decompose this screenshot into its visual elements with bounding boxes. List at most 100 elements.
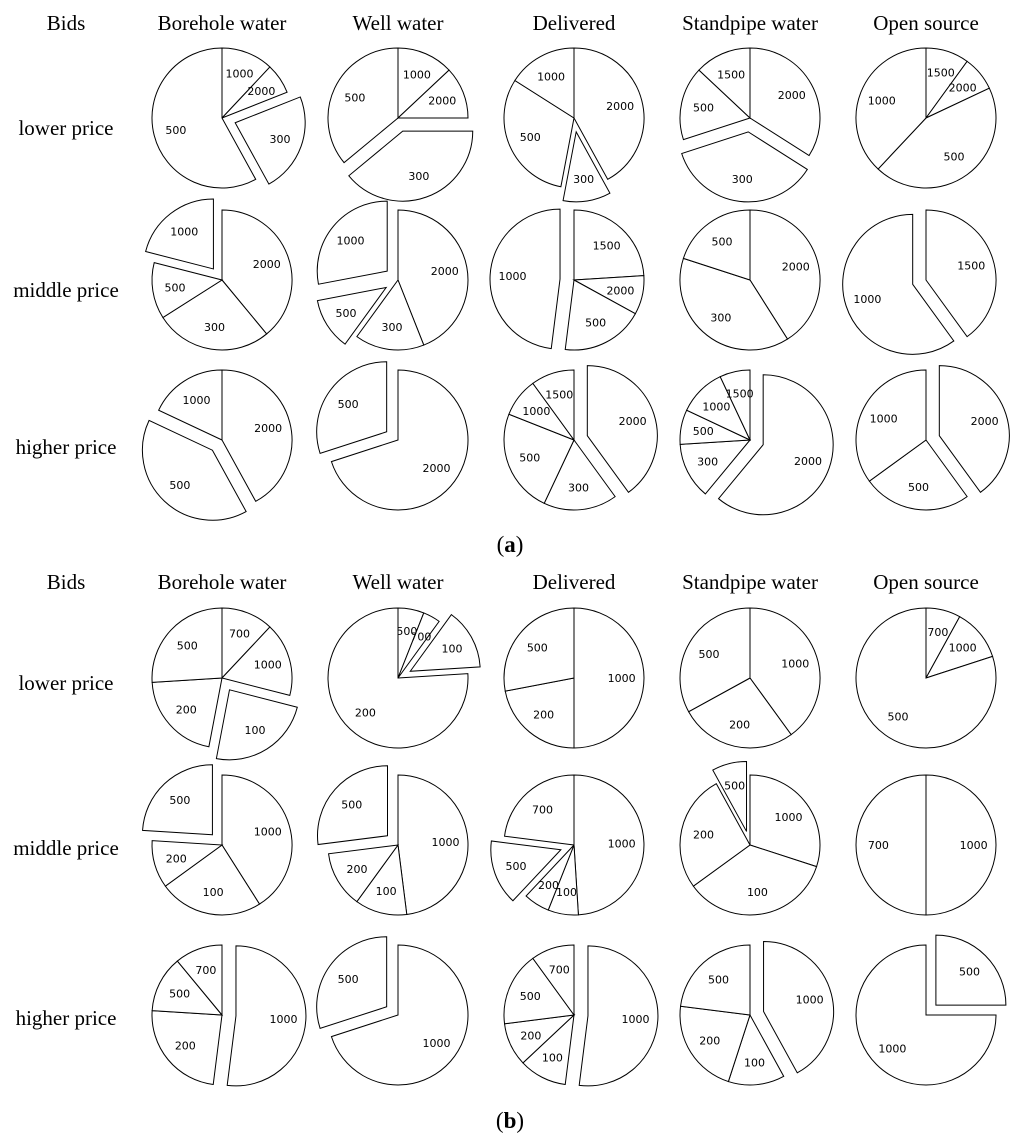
pie-slice-1000 xyxy=(749,774,821,868)
pie-slice-2000 xyxy=(221,66,288,119)
pie-slice-500 xyxy=(679,607,751,713)
pie-slice-700 xyxy=(532,944,575,1017)
pie-slice-500 xyxy=(877,87,997,189)
panel-label-b: (b) xyxy=(496,1108,524,1133)
pie-slice-label-2000: 2000 xyxy=(254,422,282,435)
pie-slice-1000 xyxy=(855,369,927,482)
pie-slice-label-500: 500 xyxy=(585,316,606,329)
pie-slice-label-500: 500 xyxy=(888,711,909,724)
pie-slice-label-500: 500 xyxy=(169,794,190,807)
pie-slice-label-2000: 2000 xyxy=(971,415,999,428)
pie-slice-label-700: 700 xyxy=(549,964,570,977)
pie-slice-label-2000: 2000 xyxy=(794,455,822,468)
pie-slice-1000 xyxy=(573,607,645,749)
pie-slice-500 xyxy=(679,69,751,141)
column-header-standpipe-water-a: Standpipe water xyxy=(682,11,818,35)
pie-slice-label-500: 500 xyxy=(338,398,359,411)
row-label-middle-price-a: middle price xyxy=(13,278,119,302)
pie-slice-label-1000: 1000 xyxy=(949,642,977,655)
row-label-higher-price-a: higher price xyxy=(16,435,117,459)
pie-slice-100 xyxy=(215,689,298,761)
pie-slice-500 xyxy=(679,944,751,1016)
pie-slice-label-100: 100 xyxy=(556,886,577,899)
pie-slice-label-200: 200 xyxy=(520,1029,541,1042)
pie-slice-label-100: 100 xyxy=(744,1056,765,1069)
pie-slice-1000 xyxy=(221,626,293,697)
pie-slice-label-2000: 2000 xyxy=(778,89,806,102)
pie-slice-1000 xyxy=(763,941,835,1074)
pie-slice-300 xyxy=(543,439,616,511)
pie-slice-200 xyxy=(679,1005,751,1083)
pie-slice-1000 xyxy=(514,47,575,119)
pie-slice-label-200: 200 xyxy=(347,863,368,876)
pie-slice-label-1000: 1000 xyxy=(878,1043,906,1056)
pie-slice-label-200: 200 xyxy=(355,707,376,720)
pie-slice-label-500: 500 xyxy=(519,452,540,465)
pie-slice-label-500: 500 xyxy=(908,481,929,494)
column-header-open-source-b: Open source xyxy=(873,570,979,594)
pie-slice-label-500: 500 xyxy=(693,102,714,115)
pie-slice-500 xyxy=(503,607,575,692)
pie-slice-500 xyxy=(564,279,637,351)
pie-slice-1000 xyxy=(316,200,388,285)
pie-slice-700 xyxy=(503,774,575,846)
pie-slice-1000 xyxy=(855,47,927,170)
pie-slice-1000 xyxy=(489,208,561,350)
pie-slice-label-500: 500 xyxy=(959,965,980,978)
pie-slice-300 xyxy=(679,257,789,351)
column-header-open-source-a: Open source xyxy=(873,11,979,35)
pie-slice-label-500: 500 xyxy=(527,642,548,655)
pie-slice-label-500: 500 xyxy=(396,625,417,638)
pie-slice-label-500: 500 xyxy=(344,92,365,105)
pie-slice-label-500: 500 xyxy=(724,779,745,792)
pie-slice-label-200: 200 xyxy=(533,709,554,722)
pie-slice-1500 xyxy=(532,369,575,442)
row-label-lower-price-b: lower price xyxy=(18,671,113,695)
pie-slice-label-2000: 2000 xyxy=(431,265,459,278)
pie-slice-label-1000: 1000 xyxy=(608,838,636,851)
pie-slice-label-200: 200 xyxy=(693,829,714,842)
pie-slice-label-200: 200 xyxy=(538,879,559,892)
pie-slice-label-500: 500 xyxy=(699,648,720,661)
pie-slice-200 xyxy=(151,677,223,748)
pie-slice-label-1000: 1000 xyxy=(621,1013,649,1026)
pie-slice-300 xyxy=(679,439,752,495)
pie-slice-label-2000: 2000 xyxy=(423,462,451,475)
pie-slice-label-300: 300 xyxy=(710,312,731,325)
pie-slice-1000 xyxy=(397,774,469,916)
pie-slice-label-500: 500 xyxy=(341,798,362,811)
pie-slice-label-1000: 1000 xyxy=(226,68,254,81)
pie-slice-label-1000: 1000 xyxy=(960,839,988,852)
pie-slice-label-1000: 1000 xyxy=(182,394,210,407)
pie-slice-label-1000: 1000 xyxy=(870,412,898,425)
pie-slice-label-2000: 2000 xyxy=(782,261,810,274)
pie-slice-700 xyxy=(397,612,440,679)
pie-slice-label-1000: 1000 xyxy=(522,405,550,418)
pie-slice-label-200: 200 xyxy=(166,852,187,865)
pie-slice-500 xyxy=(316,361,388,455)
pie-slice-label-700: 700 xyxy=(868,839,889,852)
pie-slice-label-2000: 2000 xyxy=(606,284,634,297)
pie-slice-500 xyxy=(151,960,224,1016)
pie-slice-label-500: 500 xyxy=(169,479,190,492)
pie-slice-300 xyxy=(562,130,611,203)
pie-slice-100 xyxy=(409,613,481,672)
pie-slice-300 xyxy=(348,130,474,202)
pie-slice-label-500: 500 xyxy=(165,124,186,137)
pie-slice-1000 xyxy=(573,774,645,916)
pie-slice-500 xyxy=(503,957,575,1025)
pie-slice-label-1000: 1000 xyxy=(432,836,460,849)
pie-slice-500 xyxy=(151,47,257,189)
